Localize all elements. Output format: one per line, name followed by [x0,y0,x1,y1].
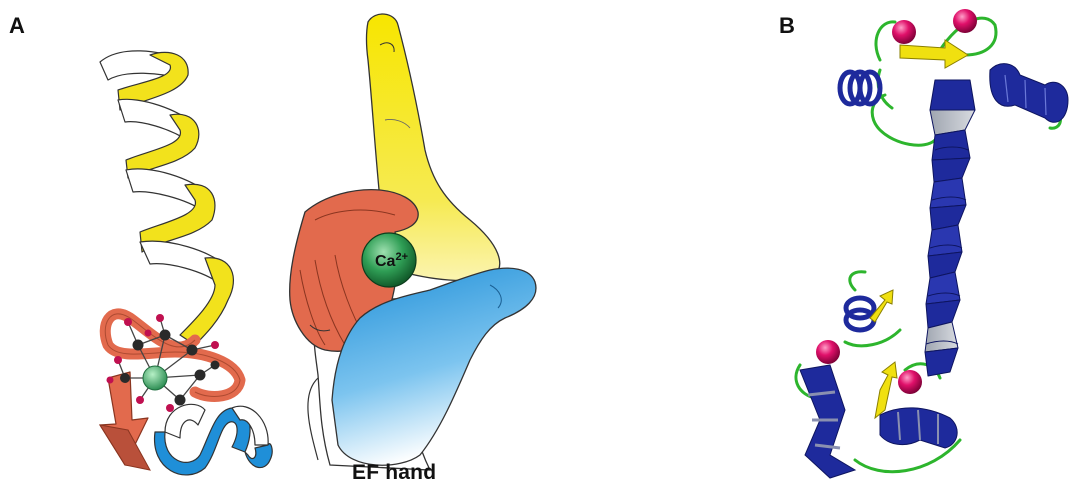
helix-bottom-left [800,365,855,478]
helix-e [100,51,233,345]
helix-top-left [840,72,880,104]
ef-hand-illustration: Ca2+ [290,14,536,470]
helix-f [155,404,273,475]
helix-top-right [990,64,1068,123]
ribbon-diagram [100,51,272,475]
calcium-sphere-4 [898,370,922,394]
helix-bottom-left-upper [846,298,874,330]
ef-hand-caption: EF hand [352,461,436,485]
calcium-sphere-3 [816,340,840,364]
calcium-sphere-2 [953,9,977,33]
protein-ribbon [796,9,1068,478]
central-helix [925,80,975,376]
beta-sheet-top [900,40,968,68]
calcium-sphere-1 [892,20,916,44]
helix-bottom-right [880,408,957,448]
calcium-ion-small [143,366,167,390]
